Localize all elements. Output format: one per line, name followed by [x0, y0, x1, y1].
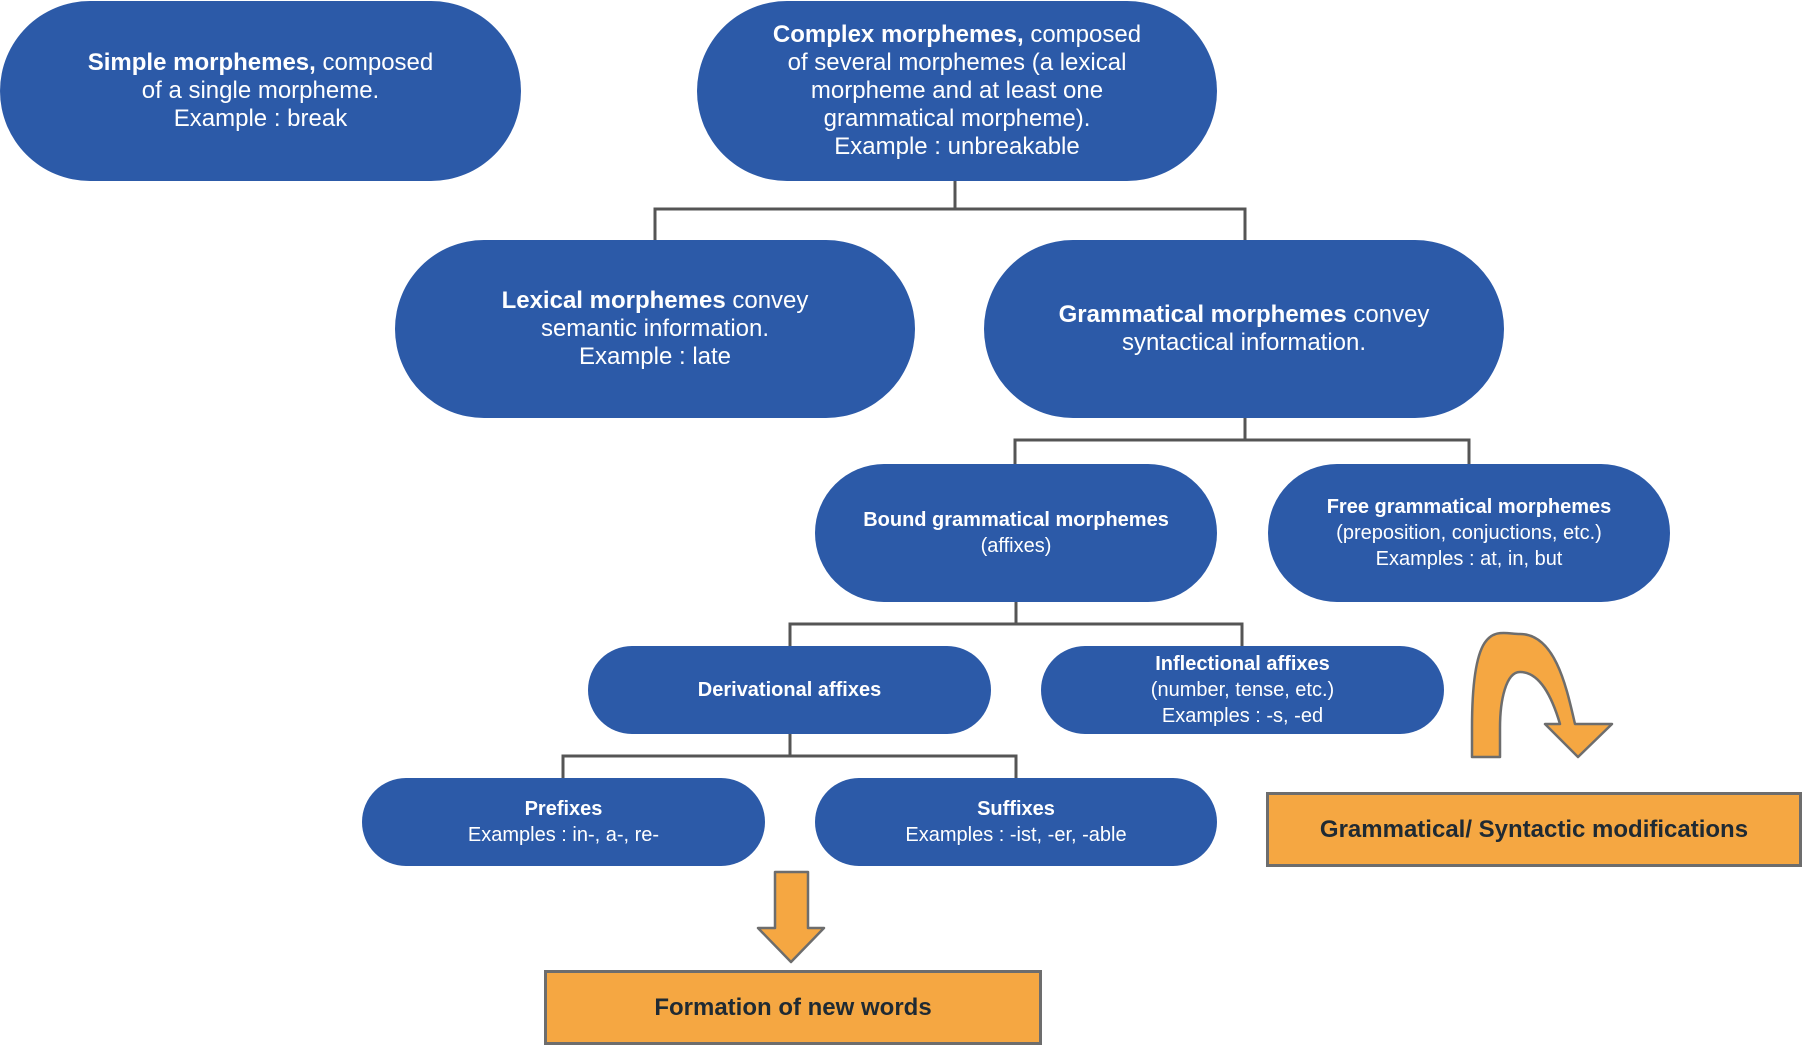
connector-grammatical-children	[1013, 418, 1247, 464]
node-title: Grammatical morphemes	[1058, 301, 1347, 328]
connector-derivational-children	[561, 734, 792, 778]
node-example: Example : unbreakable	[834, 133, 1080, 160]
node-title: Prefixes	[524, 798, 603, 820]
node-text: composed	[322, 49, 434, 76]
outcome-label: Grammatical/ Syntactic modifications	[1319, 815, 1749, 843]
node-text: of a single morpheme.	[141, 77, 380, 104]
prefixes-node: Prefixes Examples : in-, a-, re-	[362, 778, 765, 866]
node-text: grammatical morpheme).	[823, 105, 1091, 132]
node-example: Examples : -s, -ed	[1161, 705, 1324, 727]
node-text: semantic information.	[540, 315, 770, 342]
free-grammatical-morphemes-node: Free grammatical morphemes (preposition,…	[1268, 464, 1670, 602]
suffixes-node: Suffixes Examples : -ist, -er, -able	[815, 778, 1217, 866]
simple-morphemes-node: Simple morphemes, composed of a single m…	[0, 1, 521, 181]
node-example: Examples : -ist, -er, -able	[905, 824, 1127, 846]
node-text: morpheme and at least one	[810, 77, 1104, 104]
node-text: (affixes)	[980, 535, 1052, 557]
node-text: (number, tense, etc.)	[1150, 679, 1335, 701]
bound-grammatical-morphemes-node: Bound grammatical morphemes (affixes)	[815, 464, 1217, 602]
connector-bound-children	[788, 602, 1018, 646]
node-title: Complex morphemes,	[772, 21, 1024, 48]
lexical-morphemes-node: Lexical morphemes convey semantic inform…	[395, 240, 915, 418]
node-example: Examples : in-, a-, re-	[467, 824, 660, 846]
complex-morphemes-node: Complex morphemes, composed of several m…	[697, 1, 1217, 181]
node-text: syntactical information.	[1121, 329, 1367, 356]
formation-of-new-words-box: Formation of new words	[544, 970, 1042, 1045]
connector-complex-grammatical	[955, 207, 1247, 240]
node-title: Suffixes	[977, 798, 1055, 820]
connector-bound-inflectional	[1016, 622, 1244, 646]
grammatical-syntactic-modifications-box: Grammatical/ Syntactic modifications	[1266, 792, 1802, 867]
node-text: convey	[1353, 301, 1430, 328]
node-title: Inflectional affixes	[1155, 653, 1330, 675]
outcome-label: Formation of new words	[654, 993, 932, 1021]
node-title: Derivational affixes	[697, 679, 882, 701]
curved-arrow-icon	[1470, 631, 1614, 759]
node-text: composed	[1030, 21, 1142, 48]
node-example: Example : late	[578, 343, 732, 370]
node-title: Lexical morphemes	[501, 287, 726, 314]
grammatical-morphemes-node: Grammatical morphemes convey syntactical…	[984, 240, 1504, 418]
node-title: Simple morphemes,	[87, 49, 316, 76]
node-title: Free grammatical morphemes	[1326, 496, 1612, 518]
node-text: convey	[732, 287, 809, 314]
inflectional-affixes-node: Inflectional affixes (number, tense, etc…	[1041, 646, 1444, 734]
derivational-affixes-node: Derivational affixes	[588, 646, 991, 734]
node-title: Bound grammatical morphemes	[863, 509, 1169, 531]
node-example: Examples : at, in, but	[1375, 548, 1563, 570]
node-text: of several morphemes (a lexical	[787, 49, 1127, 76]
node-example: Example : break	[173, 105, 348, 132]
connector-derivational-suffixes	[790, 754, 1018, 778]
down-arrow-icon	[756, 870, 826, 964]
connector-complex-children	[653, 181, 957, 240]
connector-grammatical-free	[1245, 438, 1471, 464]
node-text: (preposition, conjuctions, etc.)	[1336, 522, 1602, 544]
